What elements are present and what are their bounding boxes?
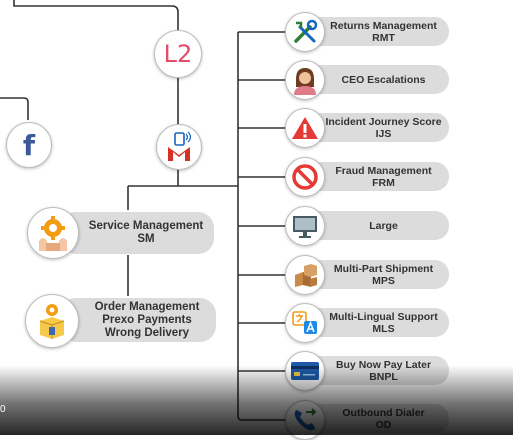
- translate-icon: [285, 303, 325, 343]
- order-management-line3: Wrong Delivery: [104, 326, 190, 339]
- order-management-line1: Order Management: [94, 300, 200, 313]
- boxes-icon: [285, 255, 325, 295]
- warning-icon: [285, 108, 325, 148]
- incident-journey-node: Incident Journey Score IJS: [304, 113, 449, 142]
- order-management-node: Order Management Prexo Payments Wrong De…: [60, 298, 216, 342]
- facebook-letter: f: [22, 128, 36, 162]
- gmail-phone-icon: [156, 124, 202, 170]
- phone-icon: [285, 400, 325, 440]
- person-icon: [285, 60, 325, 100]
- multi-lingual-abbr: MLS: [372, 322, 395, 335]
- returns-management-title: Returns Management: [330, 19, 437, 32]
- service-management-node: Service Management SM: [60, 212, 214, 254]
- service-management-abbr: SM: [137, 233, 155, 245]
- outbound-dialer-abbr: OD: [375, 418, 392, 431]
- order-management-line2: Prexo Payments: [102, 313, 192, 326]
- incident-journey-title: Incident Journey Score: [325, 115, 442, 128]
- monitor-icon: [285, 206, 325, 246]
- multi-lingual-node: Multi-Lingual Support MLS: [304, 308, 449, 337]
- order-box-icon: [25, 294, 79, 348]
- multi-lingual-title: Multi-Lingual Support: [329, 310, 438, 323]
- connector-facebook: [0, 97, 29, 120]
- l2-logo-text: L2: [163, 40, 193, 68]
- support-gear-icon: [27, 207, 79, 259]
- large-title: Large: [369, 219, 398, 232]
- ceo-escalations-title: CEO Escalations: [341, 73, 426, 86]
- multi-part-shipment-abbr: MPS: [372, 274, 395, 287]
- tools-icon: [285, 12, 325, 52]
- connector-right-8: [237, 415, 290, 421]
- bnpl-title: Buy Now Pay Later: [335, 358, 432, 371]
- prohibited-icon: [285, 157, 325, 197]
- connector-top: [13, 0, 179, 36]
- l2-logo: L2: [154, 30, 202, 78]
- outbound-dialer-node: Outbound Dialer OD: [304, 404, 449, 433]
- multi-part-shipment-title: Multi-Part Shipment: [333, 262, 434, 275]
- bnpl-abbr: BNPL: [369, 370, 398, 383]
- bnpl-node: Buy Now Pay Later BNPL: [304, 356, 449, 385]
- ceo-escalations-node: CEO Escalations: [304, 65, 449, 94]
- multi-part-shipment-node: Multi-Part Shipment MPS: [304, 260, 449, 289]
- large-node: Large: [304, 211, 449, 240]
- facebook-icon: f: [6, 122, 52, 168]
- fraud-management-title: Fraud Management: [335, 164, 432, 177]
- returns-management-node: Returns Management RMT: [304, 17, 449, 46]
- fraud-management-abbr: FRM: [372, 176, 395, 189]
- edge-glyph: 0: [0, 404, 6, 415]
- fraud-management-node: Fraud Management FRM: [304, 162, 449, 191]
- incident-journey-abbr: IJS: [375, 127, 392, 140]
- outbound-dialer-title: Outbound Dialer: [342, 406, 425, 419]
- service-management-title: Service Management: [88, 220, 204, 232]
- credit-card-icon: [285, 351, 325, 391]
- returns-management-abbr: RMT: [372, 31, 395, 44]
